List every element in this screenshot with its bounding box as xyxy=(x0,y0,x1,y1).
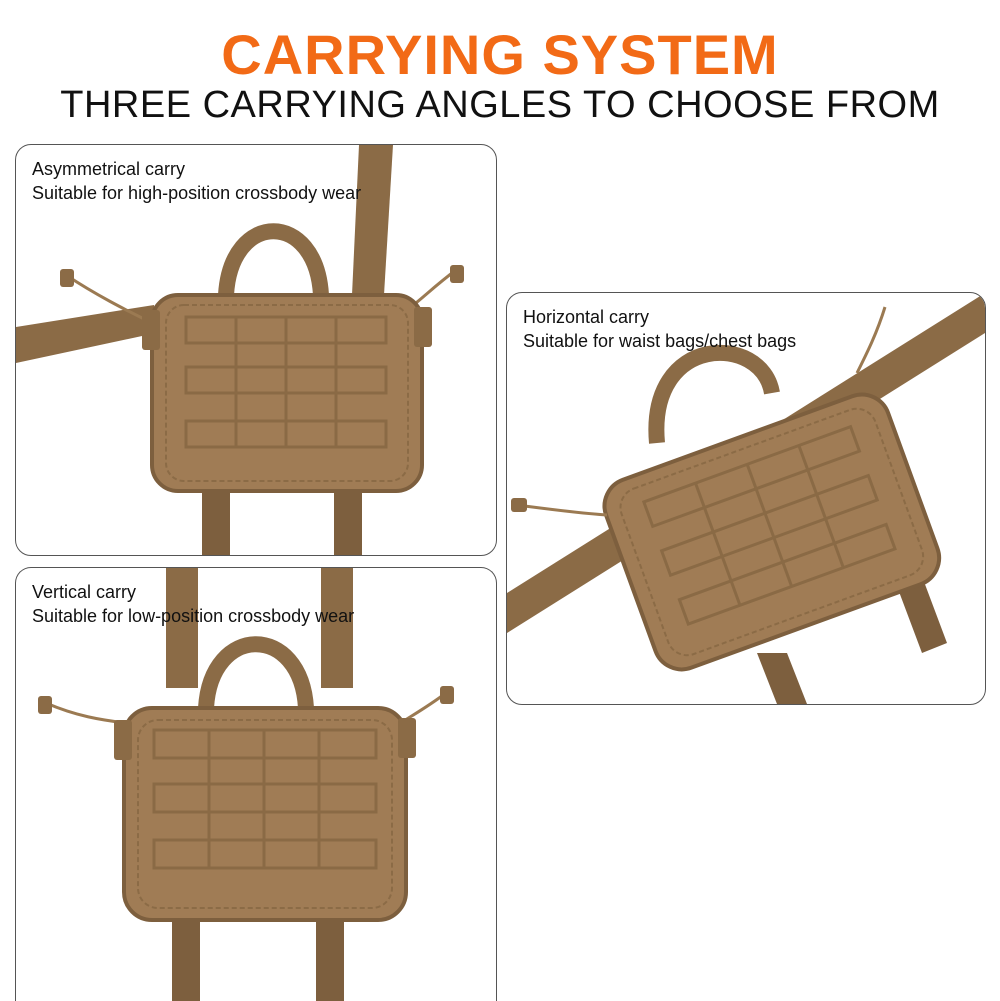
page-title: CARRYING SYSTEM xyxy=(221,23,779,86)
shoulder-strap-left xyxy=(166,568,198,688)
caption-description: Suitable for low-position crossbody wear xyxy=(32,606,355,626)
carry-handle xyxy=(198,636,314,709)
horizontal-carry-panel: Horizontal carry Suitable for waist bags… xyxy=(506,292,986,705)
horizontal-carry-photo xyxy=(507,293,985,704)
bottom-strap-left xyxy=(202,485,230,555)
page-subtitle: THREE CARRYING ANGLES TO CHOOSE FROM xyxy=(60,84,940,126)
caption-title: Horizontal carry xyxy=(523,307,650,327)
vertical-carry-caption: Vertical carry Suitable for low-position… xyxy=(32,580,354,628)
horizontal-carry-caption: Horizontal carry Suitable for waist bags… xyxy=(523,305,796,353)
carry-handle xyxy=(218,223,329,296)
shoulder-strap-right xyxy=(321,568,353,688)
shoulder-strap-top xyxy=(352,145,393,295)
bottom-strap-left xyxy=(172,908,200,1001)
shoulder-strap xyxy=(16,305,156,363)
bottom-strap-left xyxy=(757,653,807,704)
asymmetrical-carry-photo xyxy=(16,145,464,555)
bottom-strap-right xyxy=(316,908,344,1001)
bottom-strap-right xyxy=(334,485,362,555)
caption-description: Suitable for high-position crossbody wea… xyxy=(32,183,362,203)
asymmetrical-carry-caption: Asymmetrical carry Suitable for high-pos… xyxy=(32,157,361,205)
vertical-carry-panel: Vertical carry Suitable for low-position… xyxy=(15,567,497,1001)
vertical-carry-photo xyxy=(38,568,454,1001)
carry-handle xyxy=(648,344,780,444)
caption-title: Vertical carry xyxy=(32,582,137,602)
asymmetrical-carry-panel: Asymmetrical carry Suitable for high-pos… xyxy=(15,144,497,556)
caption-title: Asymmetrical carry xyxy=(32,159,186,179)
caption-description: Suitable for waist bags/chest bags xyxy=(523,331,797,351)
